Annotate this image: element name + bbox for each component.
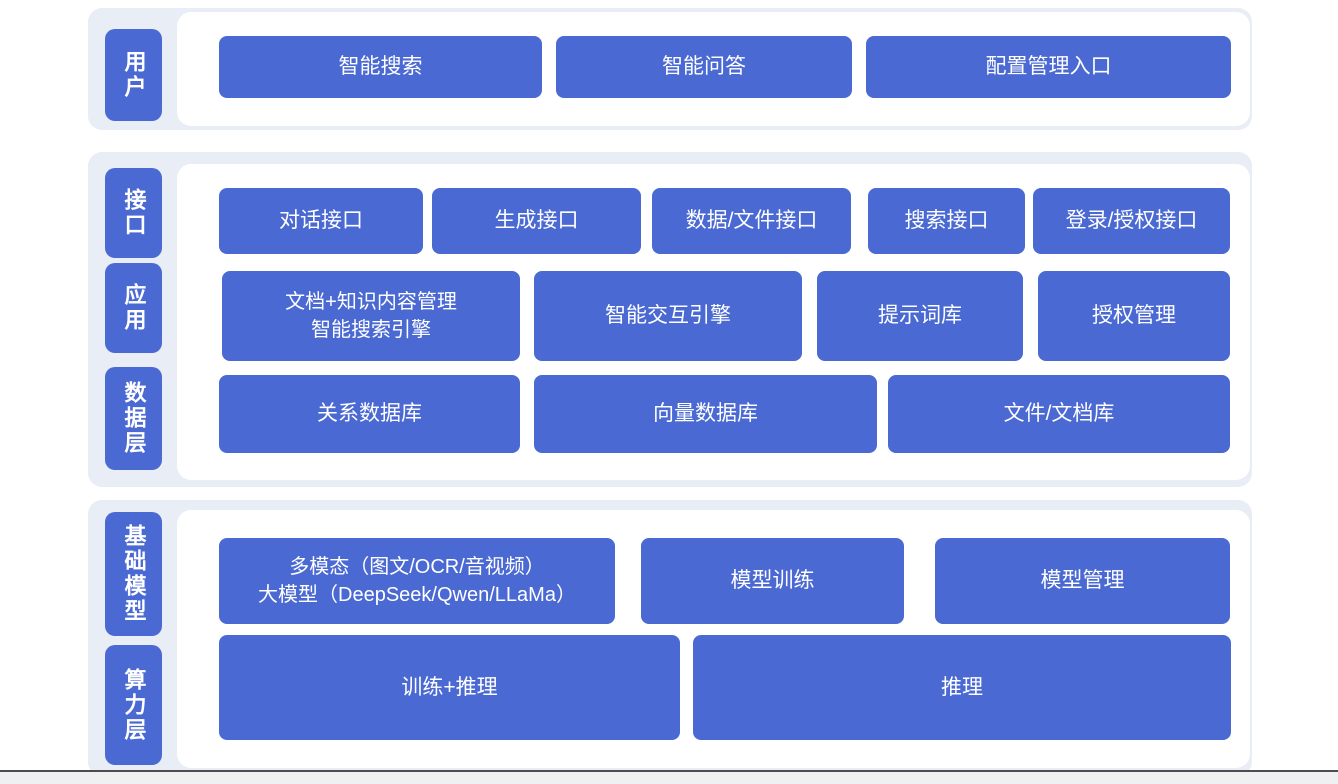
- box-vector-db: 向量数据库: [534, 375, 877, 453]
- box-smart-search: 智能搜索: [219, 36, 542, 98]
- layer-label-foundation-model: 基础模型: [105, 512, 162, 636]
- box-login-auth-api: 登录/授权接口: [1033, 188, 1230, 254]
- layer-label-data: 数据层: [105, 367, 162, 470]
- box-data-file-api: 数据/文件接口: [652, 188, 851, 254]
- box-inference: 推理: [693, 635, 1231, 740]
- box-search-api: 搜索接口: [868, 188, 1025, 254]
- box-smart-qa: 智能问答: [556, 36, 852, 98]
- box-file-doc-library: 文件/文档库: [888, 375, 1230, 453]
- box-multimodal-llm: 多模态（图文/OCR/音视频） 大模型（DeepSeek/Qwen/LLaMa）: [219, 538, 615, 624]
- layer-label-api: 接口: [105, 168, 162, 258]
- layer-label-user: 用户: [105, 29, 162, 121]
- box-model-training: 模型训练: [641, 538, 904, 624]
- layer-label-compute: 算力层: [105, 645, 162, 765]
- box-training-inference: 训练+推理: [219, 635, 680, 740]
- box-auth-management: 授权管理: [1038, 271, 1230, 361]
- box-generation-api: 生成接口: [432, 188, 641, 254]
- box-doc-knowledge-search-engine: 文档+知识内容管理 智能搜索引擎: [222, 271, 520, 361]
- box-model-management: 模型管理: [935, 538, 1230, 624]
- box-prompt-library: 提示词库: [817, 271, 1023, 361]
- bottom-edge-line: [0, 770, 1338, 784]
- box-relational-db: 关系数据库: [219, 375, 520, 453]
- box-dialog-api: 对话接口: [219, 188, 423, 254]
- box-config-management-entry: 配置管理入口: [866, 36, 1231, 98]
- layer-label-application: 应用: [105, 263, 162, 353]
- box-interactive-engine: 智能交互引擎: [534, 271, 802, 361]
